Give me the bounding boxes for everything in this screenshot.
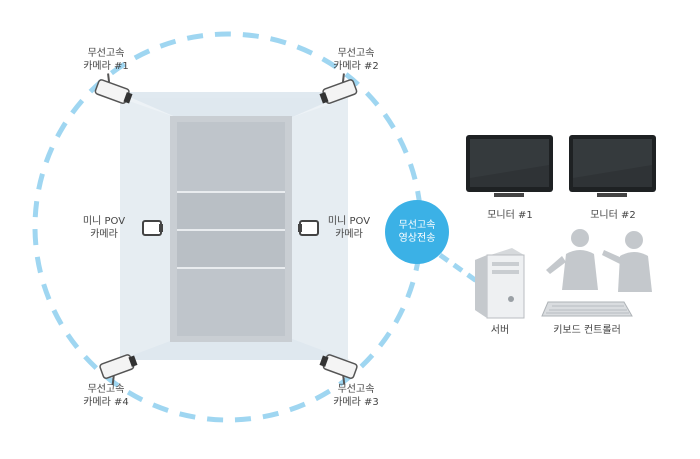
- camera-2-icon: [319, 73, 358, 104]
- camera-4-label-line1: 무선고속: [87, 384, 125, 395]
- monitor-1-label: 모니터 #1: [487, 210, 533, 221]
- mini-pov-camera-right-icon: [298, 220, 319, 236]
- keyboard-controller-icon: [541, 301, 633, 317]
- camera-2-label-line1: 무선고속: [337, 48, 375, 59]
- monitor-1-icon: [466, 135, 553, 197]
- camera-3-label: 무선고속 카메라 #3: [311, 383, 401, 409]
- monitor-2-label: 모니터 #2: [590, 210, 636, 221]
- pov-left-label-line2: 카메라: [90, 229, 118, 240]
- court-field: [170, 116, 292, 342]
- camera-3-label-line2: 카메라 #3: [333, 397, 379, 408]
- camera-2-label-line2: 카메라 #2: [333, 61, 379, 72]
- hub-line1: 무선고속: [398, 220, 436, 231]
- pov-right-label: 미니 POV 카메라: [314, 215, 384, 241]
- wireless-transmission-hub: 무선고속 영상전송: [385, 200, 449, 264]
- camera-3-icon: [319, 354, 358, 385]
- monitor-2-icon: [569, 135, 656, 197]
- mini-pov-camera-left-icon: [142, 220, 163, 236]
- camera-1-label-line1: 무선고속: [87, 48, 125, 59]
- camera-2-label: 무선고속 카메라 #2: [311, 47, 401, 73]
- camera-1-icon: [94, 73, 133, 104]
- pov-right-label-line1: 미니 POV: [327, 216, 371, 227]
- camera-1-label-line2: 카메라 #1: [83, 61, 129, 72]
- pov-left-label: 미니 POV 카메라: [69, 215, 139, 241]
- camera-4-label: 무선고속 카메라 #4: [61, 383, 151, 409]
- hub-to-server-link: [438, 252, 480, 285]
- server-label: 서버: [490, 325, 510, 336]
- camera-4-label-line2: 카메라 #4: [83, 397, 129, 408]
- people-silhouette-icon: [546, 229, 652, 292]
- hub-line2: 영상전송: [398, 233, 436, 244]
- server-icon: [475, 248, 525, 319]
- keyboard-controller-label: 키보드 컨트롤러: [553, 325, 621, 336]
- camera-3-label-line1: 무선고속: [337, 384, 375, 395]
- camera-1-label: 무선고속 카메라 #1: [61, 47, 151, 73]
- pov-left-label-line1: 미니 POV: [82, 216, 126, 227]
- camera-4-icon: [99, 354, 138, 385]
- pov-right-label-line2: 카메라: [335, 229, 363, 240]
